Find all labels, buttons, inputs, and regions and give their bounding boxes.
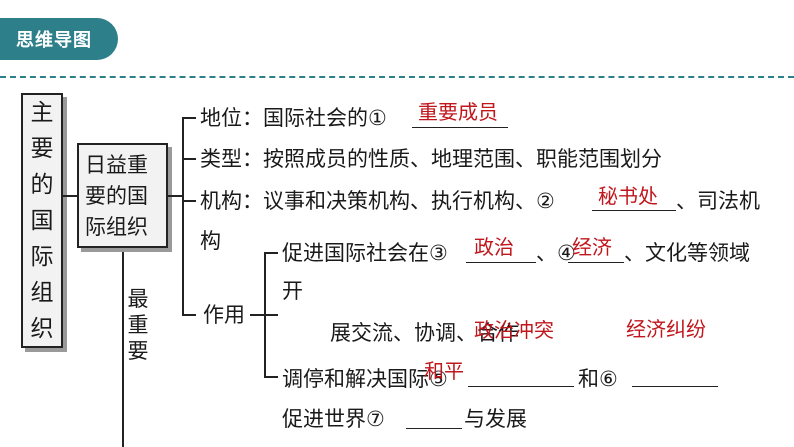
role1-wrap: 开 bbox=[282, 279, 303, 303]
section-title: 思维导图 bbox=[16, 30, 92, 51]
role-tick-3 bbox=[264, 376, 278, 378]
role4-blank-7 bbox=[406, 428, 462, 429]
org-answer: 秘书处 bbox=[598, 184, 658, 208]
role1-blank-1 bbox=[466, 262, 536, 263]
main-topic-text: 主要的国际组织 bbox=[30, 99, 54, 342]
connector-main-sub bbox=[63, 195, 77, 197]
branch-bracket bbox=[182, 117, 184, 316]
connector-sub-branch bbox=[168, 195, 182, 197]
branch-tick-status bbox=[182, 117, 196, 119]
role-tick-2 bbox=[264, 314, 278, 316]
status-answer: 重要成员 bbox=[418, 100, 498, 124]
role1-prefix: 促进国际社会在③ bbox=[282, 241, 448, 265]
types-text: 类型：按照成员的性质、地理范围、职能范围划分 bbox=[200, 147, 662, 171]
status-blank bbox=[412, 127, 508, 128]
role-connector bbox=[250, 314, 264, 316]
main-topic-box: 主要的国际组织 bbox=[21, 93, 63, 348]
sub-down-line bbox=[122, 252, 124, 447]
role4-prefix: 促进世界⑦ bbox=[282, 407, 385, 431]
role2-answer-1: 政治冲突 bbox=[474, 318, 554, 342]
header-divider bbox=[0, 76, 794, 78]
role1-answer-2: 经济 bbox=[572, 235, 612, 259]
role1-suffix: 、文化等领域 bbox=[624, 241, 750, 265]
branch-tick-role bbox=[182, 314, 196, 316]
role3-blank-6 bbox=[632, 386, 718, 387]
role2-answer-2: 经济纠纷 bbox=[626, 317, 706, 341]
org-blank bbox=[592, 210, 676, 211]
role-tick-1 bbox=[264, 252, 278, 254]
branch-tick-types bbox=[182, 158, 196, 160]
role3-prefix: 调停和解决国际⑤ bbox=[282, 367, 448, 391]
role3-mid: 和⑥ bbox=[578, 367, 618, 391]
role1-answer-1: 政治 bbox=[474, 235, 514, 259]
org-wrap: 构 bbox=[200, 229, 221, 253]
org-suffix: 、司法机 bbox=[676, 189, 760, 213]
branch-tick-org bbox=[182, 200, 196, 202]
sub-topic-box: 日益重要的国际组织 bbox=[77, 143, 168, 248]
role3-answer: 和平 bbox=[424, 359, 464, 383]
side-label: 最重要 bbox=[127, 287, 149, 363]
org-text: 机构：议事和决策机构、执行机构、② bbox=[200, 189, 555, 213]
role3-blank-5 bbox=[468, 386, 574, 387]
status-text: 地位：国际社会的① bbox=[200, 106, 387, 130]
role1-blank-2 bbox=[568, 262, 624, 263]
role4-suffix: 与发展 bbox=[464, 407, 527, 431]
section-header-tab: 思维导图 bbox=[0, 18, 118, 60]
sub-topic-text: 日益重要的国际组织 bbox=[85, 153, 148, 239]
role2-text: 展交流、协调、合作 bbox=[330, 321, 519, 345]
role-label: 作用 bbox=[203, 303, 245, 327]
role1-mid: 、④ bbox=[536, 241, 576, 265]
